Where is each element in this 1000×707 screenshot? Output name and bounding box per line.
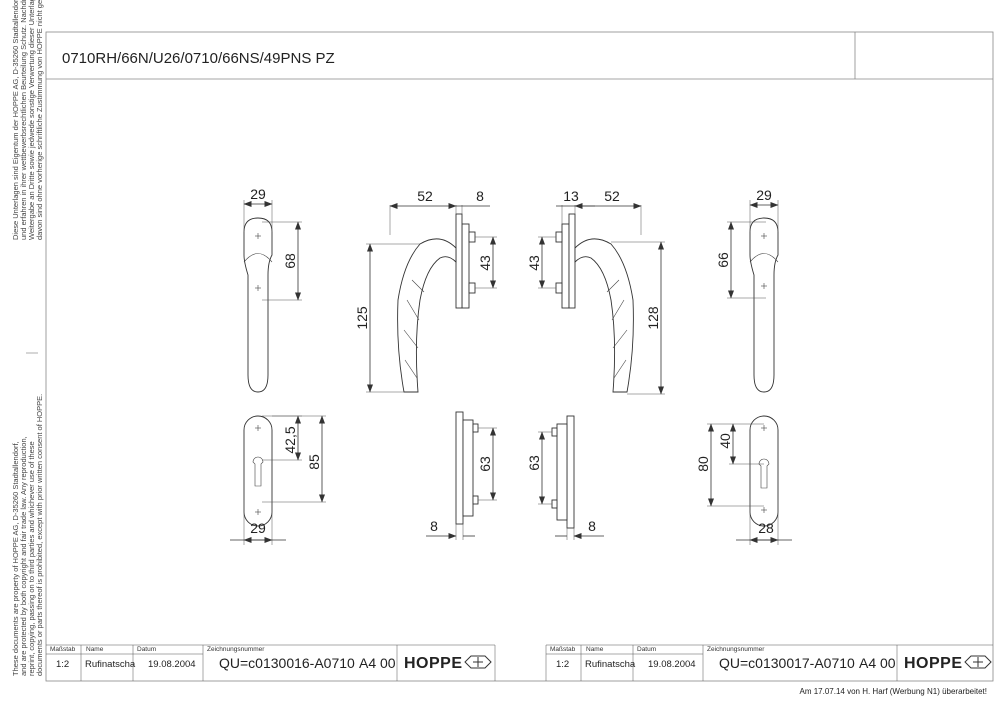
svg-text:8: 8 — [476, 188, 484, 204]
legal-notice-german: Diese Unterlagen sind Eigentum der HOPPE… — [11, 0, 44, 240]
svg-text:Maßstab: Maßstab — [50, 646, 76, 653]
dim-plate-left-width: 29 — [230, 500, 286, 545]
svg-text:documents or parts thereof is: documents or parts thereof is prohibited… — [35, 394, 44, 676]
svg-text:43: 43 — [477, 255, 493, 271]
handle-side-right — [555, 213, 634, 393]
svg-text:Diese Unterlagen sind Eigentum: Diese Unterlagen sind Eigentum der HOPPE… — [11, 0, 20, 240]
dim-plate-side-left-holes: 63 — [477, 427, 497, 501]
svg-text:Rufinatscha: Rufinatscha — [585, 659, 636, 670]
svg-text:Name: Name — [586, 646, 604, 653]
svg-text:8: 8 — [430, 518, 438, 534]
svg-text:davon sind ohne vorherige schr: davon sind ohne vorherige schriftliche Z… — [35, 0, 44, 240]
svg-text:68: 68 — [282, 253, 298, 269]
revision-note: Am 17.07.14 von H. Harf (Werbung N1) übe… — [800, 687, 988, 696]
handle-front-right — [749, 217, 779, 393]
svg-text:29: 29 — [250, 520, 266, 536]
dim-side-right-height: 128 — [611, 241, 665, 395]
hoppe-logo: HOPPE — [404, 655, 492, 672]
dim-side-left-height: 125 — [354, 243, 420, 393]
svg-text:A4 00: A4 00 — [359, 655, 396, 671]
svg-text:1:2: 1:2 — [56, 659, 69, 670]
legal-notice-english: These documents are property of HOPPE AG… — [11, 394, 44, 676]
svg-text:QU=c0130017-A0710: QU=c0130017-A0710 — [719, 655, 855, 671]
svg-text:Datum: Datum — [137, 646, 156, 653]
svg-text:Maßstab: Maßstab — [550, 646, 576, 653]
svg-text:and are protected by both copy: and are protected by both copyright and … — [19, 436, 28, 676]
handle-side-left — [397, 213, 476, 393]
svg-text:These documents are property o: These documents are property of HOPPE AG… — [11, 441, 20, 676]
svg-text:125: 125 — [354, 306, 370, 330]
svg-text:13: 13 — [563, 188, 579, 204]
svg-text:Zeichnungsnummer: Zeichnungsnummer — [707, 646, 765, 653]
dim-plate-side-left-thickness: 8 — [426, 518, 475, 540]
svg-text:1:2: 1:2 — [556, 659, 569, 670]
svg-text:85: 85 — [306, 454, 322, 470]
svg-text:Weitergabe an Dritte sowie jed: Weitergabe an Dritte sowie jedwede sonst… — [27, 0, 36, 240]
dim-handle-right-height: 66 — [715, 221, 766, 299]
escutcheon-side-right — [551, 415, 575, 529]
svg-text:19.08.2004: 19.08.2004 — [148, 659, 196, 670]
svg-text:66: 66 — [715, 252, 731, 268]
svg-text:Zeichnungsnummer: Zeichnungsnummer — [207, 646, 265, 653]
handle-front-left — [243, 217, 273, 393]
svg-text:HOPPE: HOPPE — [404, 655, 463, 672]
svg-text:52: 52 — [604, 188, 620, 204]
svg-text:reprint, copying, passing on t: reprint, copying, passing on to third pa… — [27, 441, 36, 676]
svg-text:63: 63 — [526, 455, 542, 471]
svg-text:52: 52 — [417, 188, 433, 204]
svg-text:und erfahren in ihrer wettbewe: und erfahren in ihrer wettbewerbsrechtli… — [19, 0, 28, 240]
svg-text:29: 29 — [250, 186, 266, 202]
escutcheon-plate-right — [749, 415, 779, 527]
title-block-left: Maßstab Name Datum Zeichnungsnummer 1:2 … — [46, 644, 496, 681]
dim-plate-right-height: 80 — [695, 423, 764, 507]
svg-text:80: 80 — [695, 456, 711, 472]
svg-text:Datum: Datum — [637, 646, 656, 653]
dim-side-right-reach: 52 — [574, 188, 642, 235]
svg-text:A4 00: A4 00 — [859, 655, 896, 671]
dim-plate-right-width: 28 — [736, 500, 792, 545]
title-block-right: Maßstab Name Datum Zeichnungsnummer 1:2 … — [545, 644, 993, 681]
dim-plate-right-holes: 40 — [717, 423, 764, 465]
svg-text:63: 63 — [477, 456, 493, 472]
dim-plate-side-right-holes: 63 — [526, 431, 552, 505]
dim-handle-left-width: 29 — [243, 186, 273, 232]
dim-side-left-rose: 8 — [456, 188, 490, 214]
svg-text:HOPPE: HOPPE — [904, 655, 963, 672]
svg-text:Rufinatscha: Rufinatscha — [85, 659, 136, 670]
escutcheon-plate-left — [243, 415, 273, 527]
dim-side-left-holes: 43 — [475, 236, 497, 289]
drawing-border — [45, 31, 994, 682]
svg-text:8: 8 — [588, 518, 596, 534]
dim-handle-left-height: 68 — [262, 221, 302, 301]
svg-text:19.08.2004: 19.08.2004 — [648, 659, 696, 670]
svg-text:40: 40 — [717, 433, 733, 449]
svg-text:42,5: 42,5 — [282, 426, 298, 453]
svg-text:128: 128 — [645, 306, 661, 330]
dim-plate-left-height: 85 — [262, 415, 326, 503]
dim-handle-right-width: 29 — [749, 187, 779, 232]
svg-text:Name: Name — [86, 646, 104, 653]
dim-side-right-holes: 43 — [526, 236, 556, 289]
svg-text:29: 29 — [756, 187, 772, 203]
drawing-title: 0710RH/66N/U26/0710/66NS/49PNS PZ — [62, 50, 335, 67]
dim-side-left-reach: 52 — [389, 188, 457, 235]
svg-text:28: 28 — [758, 520, 774, 536]
dim-plate-side-right-thickness: 8 — [555, 518, 604, 540]
hoppe-logo: HOPPE — [904, 655, 992, 672]
svg-text:QU=c0130016-A0710: QU=c0130016-A0710 — [219, 655, 355, 671]
svg-text:43: 43 — [526, 255, 542, 271]
escutcheon-side-left — [455, 411, 479, 525]
